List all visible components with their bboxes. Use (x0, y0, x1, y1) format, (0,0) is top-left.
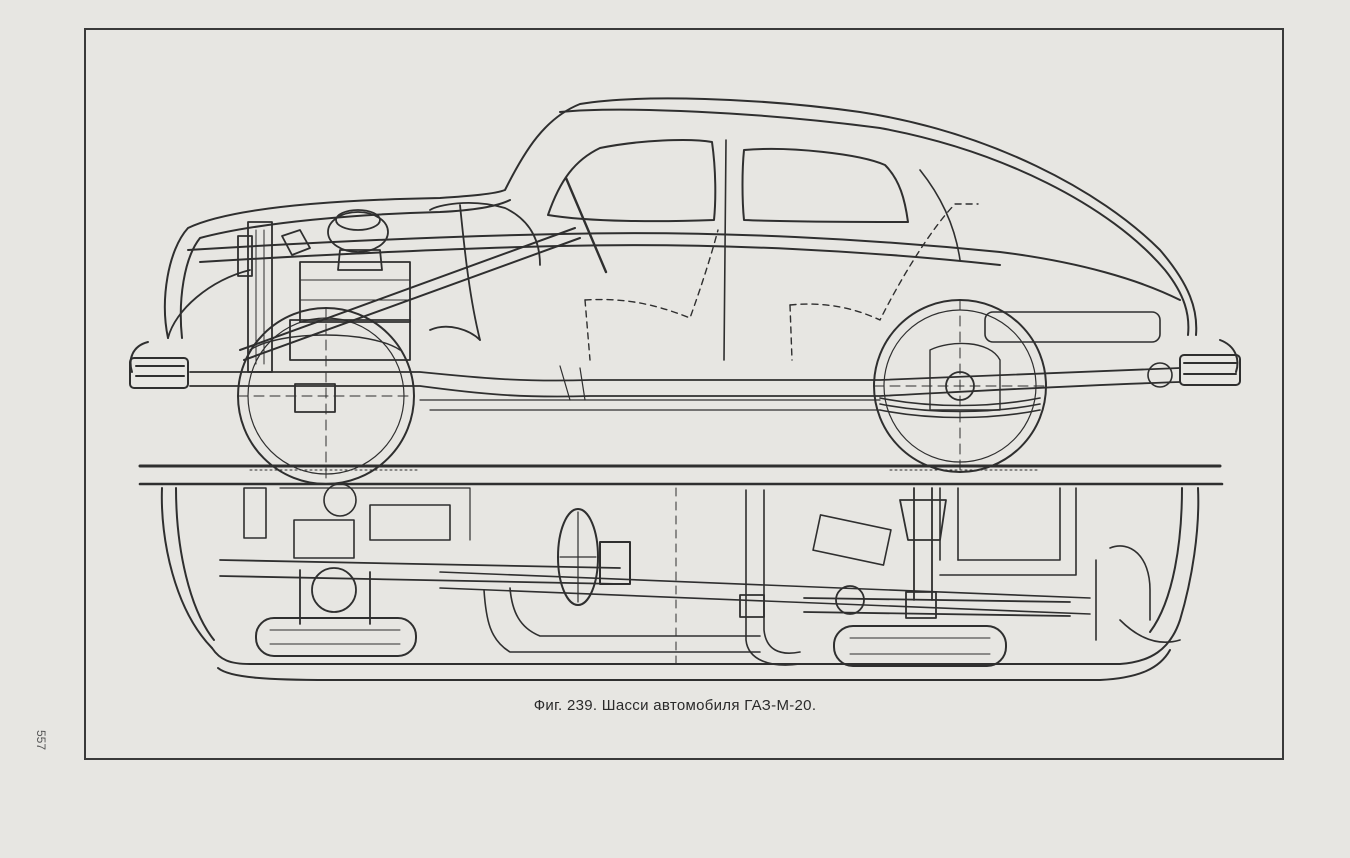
ground-line (138, 464, 1222, 471)
front-bumper (129, 341, 189, 389)
rear-wheel (873, 299, 1047, 473)
plan-front-wheel (255, 617, 417, 657)
plan-body-outline (160, 487, 1200, 681)
plan-view (138, 482, 1224, 681)
figure-caption: Фиг. 239. Шасси автомобиля ГАЗ-М-20. (533, 697, 817, 714)
windows (547, 139, 961, 361)
rear-bumper (1179, 339, 1241, 386)
engine (281, 209, 411, 413)
page-number: 557 (34, 730, 48, 751)
body-outline (163, 97, 1198, 339)
side-view (129, 97, 1241, 485)
plan-rear-axle (739, 487, 1071, 619)
frame-rails (189, 365, 1181, 411)
figure-frame (84, 28, 1284, 760)
plan-front-axle (219, 559, 621, 625)
rear-spring (879, 311, 1173, 419)
plan-rear-details (1095, 545, 1181, 643)
plan-frame-rails (439, 571, 1091, 653)
plan-exhaust (745, 487, 1077, 666)
front-wheel (237, 307, 415, 485)
steering-column (239, 176, 608, 361)
plan-rear-wheel (833, 625, 1007, 667)
seats (584, 203, 979, 361)
plan-steering-wheel (557, 508, 631, 606)
plan-engine (243, 483, 471, 559)
